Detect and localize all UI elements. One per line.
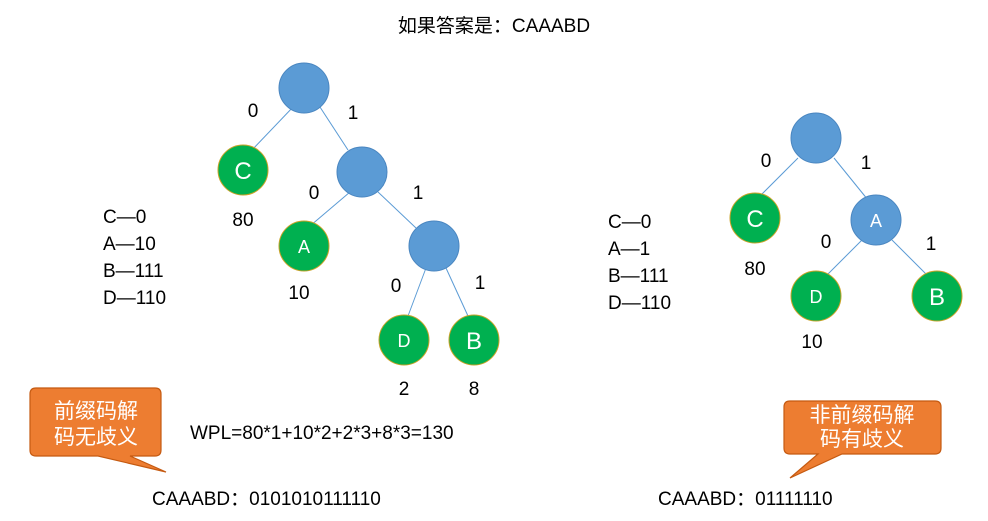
leaf-weight: 80	[232, 210, 253, 231]
edge	[377, 191, 417, 229]
edge-label: 0	[309, 183, 320, 204]
right-callout-bubble	[783, 400, 942, 479]
edge-label: 0	[391, 276, 402, 297]
right-leaf-b-letter: B	[929, 284, 945, 311]
edge-label: 1	[926, 234, 937, 255]
edge	[833, 157, 869, 201]
right-node-a	[850, 194, 902, 246]
right-code-table: C—0 A—1 B—111 D—110	[608, 209, 671, 317]
left-callout-line1: 前缀码解	[54, 400, 138, 423]
code-row: B—111	[608, 266, 669, 287]
left-internal-node	[336, 146, 388, 198]
edge-label: 1	[348, 103, 359, 124]
left-leaf-d	[378, 314, 430, 366]
left-leaf-b-letter: B	[466, 328, 482, 355]
edge	[317, 103, 349, 151]
edge	[407, 267, 427, 317]
left-encoding: CAAABD：0101010111110	[152, 489, 381, 510]
code-row: A—1	[608, 239, 651, 260]
right-leaf-d-letter: D	[810, 287, 823, 307]
right-leaf-c	[729, 192, 781, 244]
edge	[445, 267, 469, 317]
left-callout-line2: 码无歧义	[54, 426, 138, 449]
code-row: C—0	[103, 207, 147, 228]
right-tree-edges	[759, 157, 929, 277]
edge	[759, 157, 799, 197]
leaf-weight: 80	[744, 259, 765, 280]
left-callout-bubble	[29, 387, 167, 473]
edge-label: 0	[821, 232, 832, 253]
edge-label: 1	[861, 153, 872, 174]
edge	[825, 239, 863, 277]
leaf-weight: 2	[399, 379, 410, 400]
left-leaf-c	[217, 144, 269, 196]
left-leaf-b	[448, 314, 500, 366]
right-leaf-d	[790, 270, 842, 322]
wpl-formula: WPL=80*1+10*2+2*3+8*3=130	[190, 423, 454, 444]
right-leaf-c-letter: C	[746, 206, 763, 233]
right-node-a-letter: A	[870, 211, 882, 231]
left-leaf-a-letter: A	[298, 237, 310, 257]
leaf-weight: 10	[801, 332, 822, 353]
edge	[891, 239, 929, 277]
left-root-node	[278, 62, 330, 114]
edge	[251, 105, 295, 151]
code-row: D—110	[608, 293, 672, 314]
left-leaf-a	[278, 220, 330, 272]
code-row: D—110	[103, 288, 167, 309]
left-internal-node	[408, 220, 460, 272]
edge-label: 1	[413, 183, 424, 204]
edge-label: 0	[761, 151, 772, 172]
edge	[309, 191, 351, 227]
right-callout-line2: 码有歧义	[820, 428, 904, 451]
page-title: 如果答案是：CAAABD	[397, 16, 591, 37]
left-leaf-c-letter: C	[234, 158, 251, 185]
leaf-weight: 8	[469, 379, 480, 400]
right-callout-line1: 非前缀码解	[810, 404, 915, 427]
code-row: A—10	[103, 234, 156, 255]
right-leaf-b	[911, 270, 963, 322]
edge-label: 0	[248, 101, 259, 122]
edge-label: 1	[475, 273, 486, 294]
right-root-node	[790, 112, 842, 164]
left-code-table: C—0 A—10 B—111 D—110	[103, 204, 166, 312]
left-leaf-d-letter: D	[398, 331, 411, 351]
code-row: B—111	[103, 261, 164, 282]
leaf-weight: 10	[288, 283, 309, 304]
code-row: C—0	[608, 212, 652, 233]
left-tree-edges	[251, 103, 469, 317]
right-encoding: CAAABD：01111110	[658, 489, 833, 510]
